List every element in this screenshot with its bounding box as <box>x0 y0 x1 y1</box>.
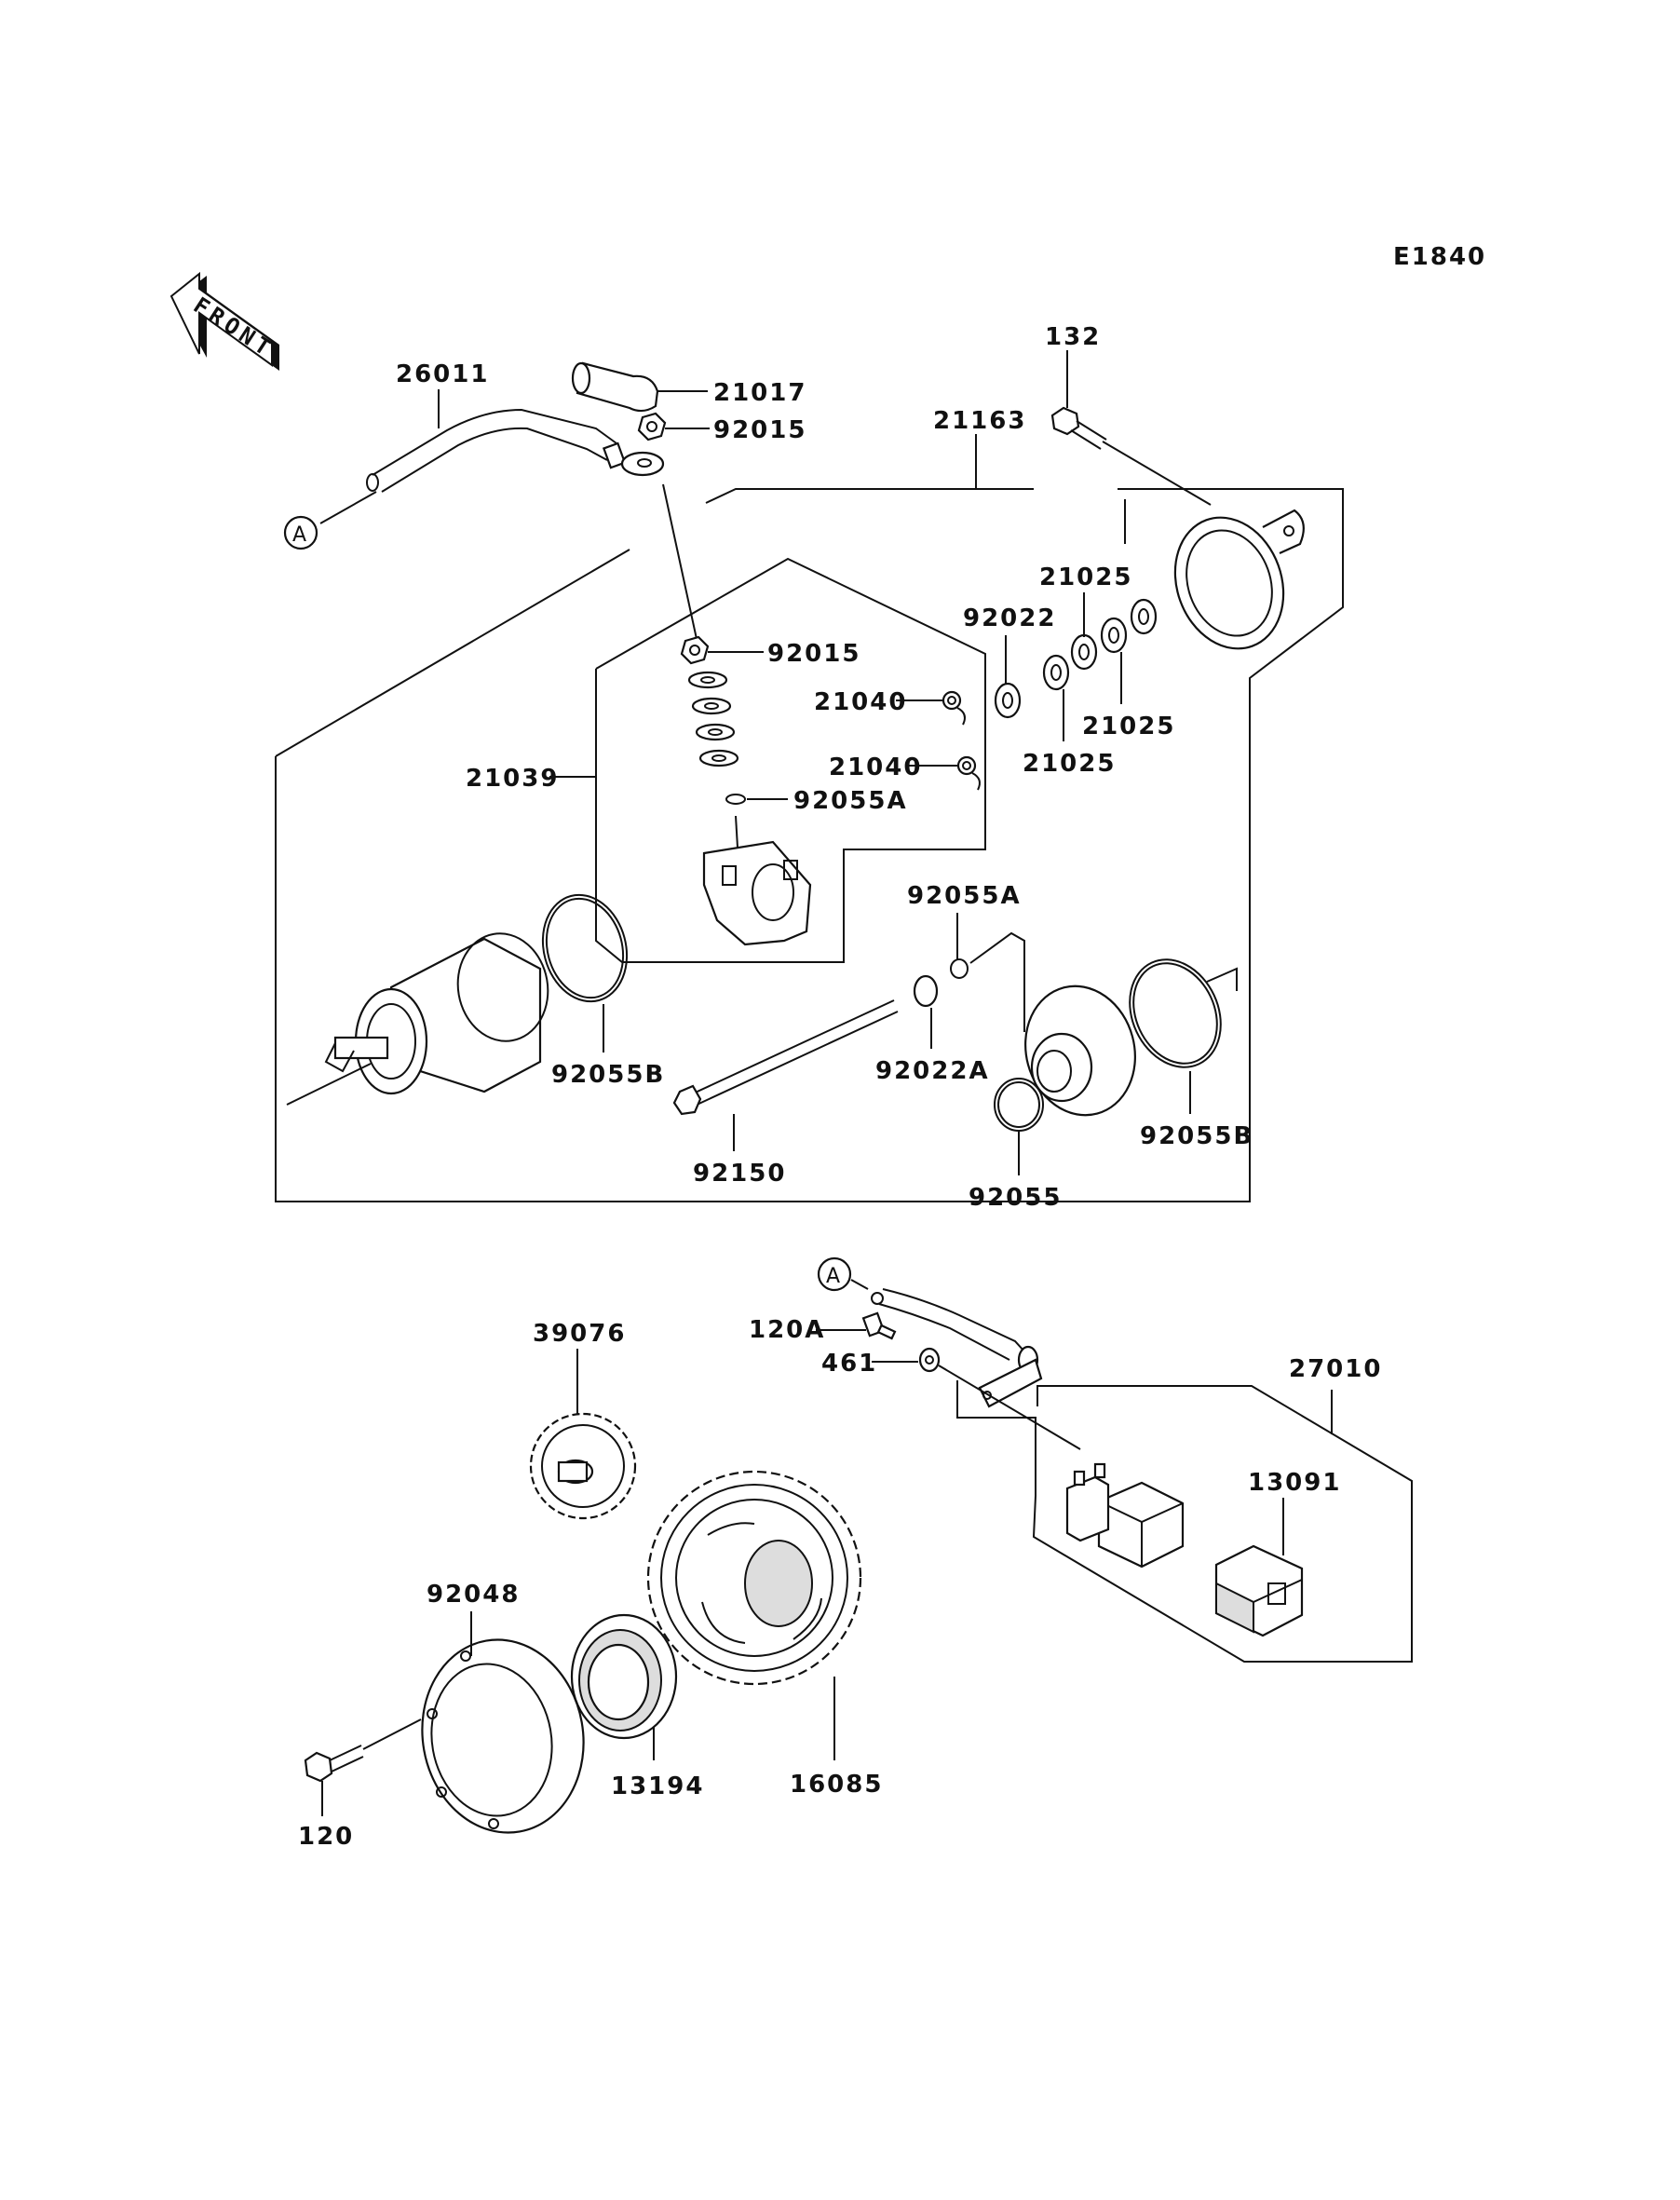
part-label-120[interactable]: 120 <box>298 1823 354 1851</box>
part-label-461[interactable]: 461 <box>821 1350 877 1378</box>
o-ring-92055 <box>994 1078 1044 1132</box>
part-label-27010[interactable]: 27010 <box>1289 1355 1382 1383</box>
washer-92022a <box>913 974 939 1008</box>
part-label-92015-lower[interactable]: 92015 <box>767 640 860 668</box>
bolt-132 <box>1050 406 1212 506</box>
brush-spring-21040-lower <box>956 755 981 791</box>
part-label-21040-upper[interactable]: 21040 <box>814 688 907 716</box>
part-label-92022a[interactable]: 92022A <box>875 1057 990 1085</box>
bolt-120 <box>304 1745 364 1783</box>
starter-gear-16085 <box>646 1470 862 1686</box>
screw-120a <box>861 1311 897 1340</box>
rear-cover <box>1173 509 1305 650</box>
nut-92015-lower <box>680 635 710 665</box>
brush-plate <box>702 815 812 946</box>
part-label-92055a-lower[interactable]: 92055A <box>907 882 1022 910</box>
idle-gear-39076 <box>529 1412 637 1520</box>
part-label-92055b-left[interactable]: 92055B <box>551 1061 665 1089</box>
ref-marker-a-lower[interactable]: A <box>817 1256 852 1292</box>
washer-stack <box>687 671 739 767</box>
part-label-16085[interactable]: 16085 <box>790 1771 883 1799</box>
o-ring-92055a-upper <box>725 794 746 805</box>
washers-21025 <box>1042 598 1158 691</box>
clutch-housing-92048 <box>421 1638 585 1834</box>
washer-461 <box>918 1347 941 1373</box>
svg-text:A: A <box>292 523 306 547</box>
part-label-39076[interactable]: 39076 <box>533 1320 626 1348</box>
part-label-13194[interactable]: 13194 <box>611 1772 704 1800</box>
assembly-outline-21163 <box>275 488 1344 1202</box>
part-label-92150[interactable]: 92150 <box>693 1160 786 1188</box>
brush-holder-outline-21039 <box>595 557 986 963</box>
part-label-26011[interactable]: 26011 <box>396 360 489 388</box>
terminal-cap-21017 <box>571 361 659 413</box>
part-label-92055[interactable]: 92055 <box>969 1184 1062 1212</box>
front-arrow-icon: FRONT <box>169 271 279 371</box>
part-label-92015-upper[interactable]: 92015 <box>713 416 806 444</box>
part-label-120a[interactable]: 120A <box>749 1316 825 1344</box>
relay-cover-13091 <box>1214 1544 1304 1637</box>
brush-spring-21040-upper <box>942 690 966 726</box>
part-label-21017[interactable]: 21017 <box>713 379 806 407</box>
part-label-13091[interactable]: 13091 <box>1248 1469 1341 1497</box>
part-label-21025-top[interactable]: 21025 <box>1039 564 1132 591</box>
relay-cable <box>871 1288 1043 1408</box>
one-way-clutch-13194 <box>570 1613 678 1740</box>
part-label-21039[interactable]: 21039 <box>466 765 559 793</box>
part-label-92055a-upper[interactable]: 92055A <box>793 787 908 815</box>
part-label-92055b-right[interactable]: 92055B <box>1140 1122 1253 1150</box>
part-label-92022[interactable]: 92022 <box>963 604 1056 632</box>
part-label-21025-bottom[interactable]: 21025 <box>1023 750 1116 778</box>
part-label-21163[interactable]: 21163 <box>933 407 1026 435</box>
front-cover <box>1024 985 1136 1117</box>
o-ring-92055a-lower <box>950 958 969 979</box>
ref-marker-a-upper[interactable]: A <box>283 515 318 550</box>
o-ring-92055b-right <box>1129 958 1222 1068</box>
figure-code: E1840 <box>1393 243 1486 271</box>
assembly-outline-left <box>275 549 630 757</box>
starter-relay <box>1065 1462 1185 1569</box>
relay-outline-27010 <box>956 1380 1413 1663</box>
assembly-outline-21163-top <box>705 488 1034 504</box>
through-bolt-92150 <box>672 999 899 1116</box>
battery-cable-26011 <box>366 408 665 493</box>
part-label-21025-right[interactable]: 21025 <box>1082 713 1175 740</box>
washer-92022 <box>994 682 1022 719</box>
part-label-21040-lower[interactable]: 21040 <box>829 754 922 781</box>
svg-text:A: A <box>826 1265 840 1288</box>
starter-motor-yoke <box>324 932 549 1095</box>
o-ring-92055b-left <box>541 893 629 1003</box>
part-label-92048[interactable]: 92048 <box>427 1581 520 1609</box>
part-label-132[interactable]: 132 <box>1045 323 1101 351</box>
nut-92015-upper <box>637 412 667 441</box>
